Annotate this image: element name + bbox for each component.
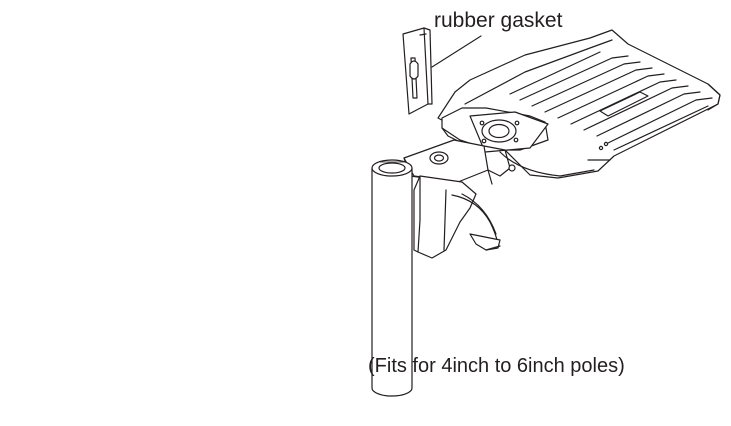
cooling-fins	[509, 51, 713, 151]
gasket-leader-line	[431, 35, 482, 68]
rubber-gasket	[402, 27, 433, 115]
gasket-label: rubber gasket	[434, 9, 563, 32]
pole	[371, 159, 413, 397]
pole-fit-note: (Fits for 4inch to 6inch poles)	[368, 355, 625, 377]
pole-bracket	[413, 175, 501, 259]
